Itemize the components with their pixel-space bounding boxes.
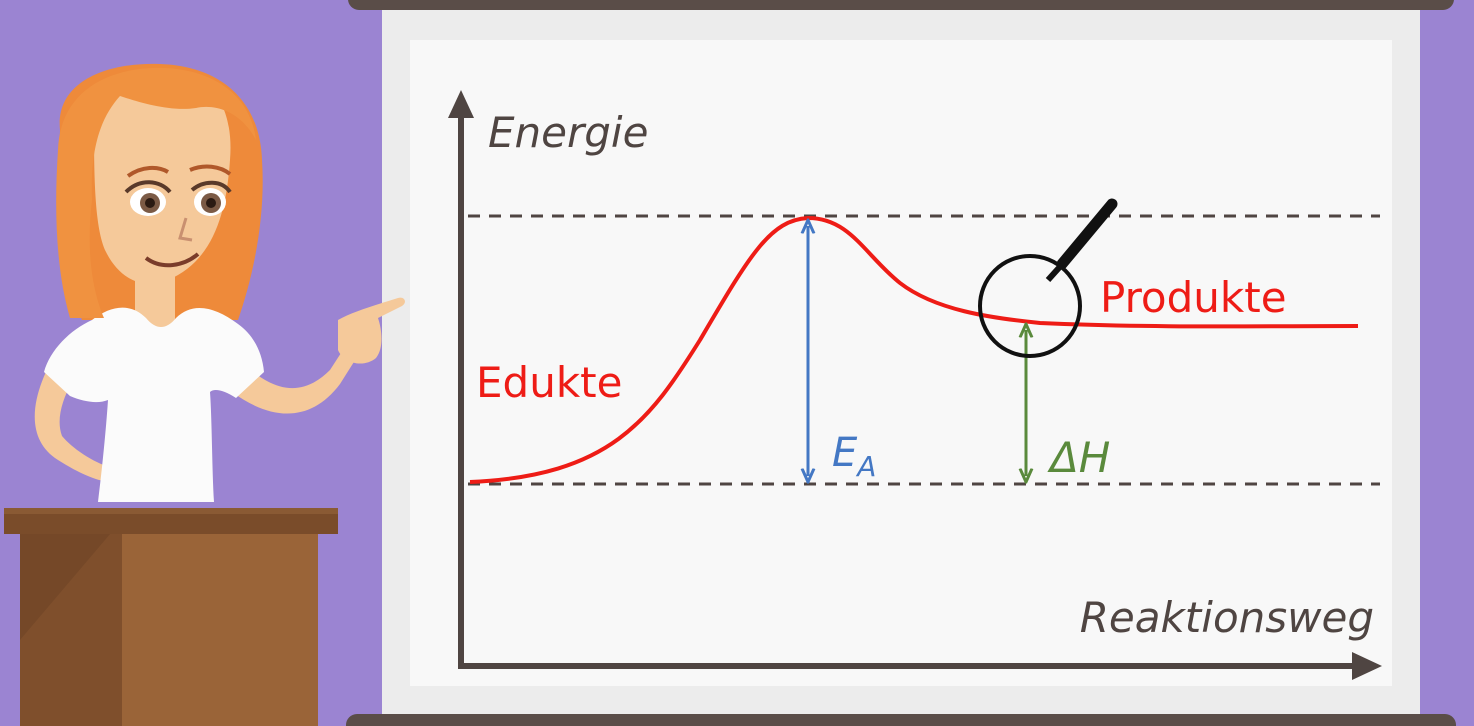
left-arm <box>34 360 112 482</box>
whiteboard <box>346 0 1456 726</box>
shirt <box>44 307 264 502</box>
hair-front <box>56 67 256 318</box>
reference-lines <box>468 214 1380 486</box>
enthalpy-arrow: ΔH <box>1026 330 1110 482</box>
energy-curve <box>469 215 1359 484</box>
activation-energy-subscript: A <box>855 450 876 483</box>
activation-energy-arrow: EA <box>808 226 876 483</box>
board-top-rail <box>348 0 1454 10</box>
presenter-character <box>34 63 405 502</box>
face <box>93 69 231 284</box>
smile <box>144 252 200 268</box>
activation-energy-label: EA <box>832 430 876 483</box>
x-axis-arrowhead <box>1352 652 1382 680</box>
podium <box>4 508 338 726</box>
activation-energy-symbol: E <box>832 430 858 476</box>
board-bottom-rail <box>346 714 1456 726</box>
x-axis-label: Reaktionsweg <box>1080 593 1374 642</box>
y-axis-label: Energie <box>488 108 648 157</box>
pointing-hand <box>338 297 405 364</box>
products-label: Produkte <box>1100 273 1287 322</box>
y-axis-arrowhead <box>448 90 474 118</box>
board-surface <box>410 40 1392 686</box>
axes: Energie Reaktionsweg <box>448 90 1382 680</box>
magnifier-icon <box>978 198 1118 358</box>
right-arm <box>232 336 364 414</box>
enthalpy-label: ΔH <box>1047 433 1110 482</box>
reactants-label: Edukte <box>476 358 622 407</box>
